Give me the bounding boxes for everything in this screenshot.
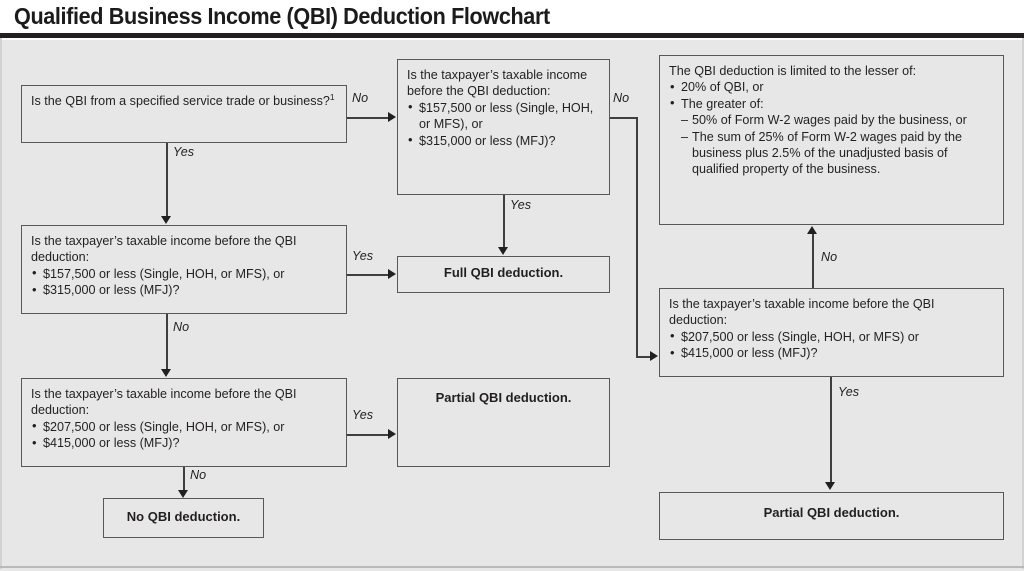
node-question-taxable-income-157500: Is the taxpayer’s taxable income before … [21,225,347,314]
node-question-specified-service-trade: Is the QBI from a specified service trad… [21,85,347,143]
connector-q3-yes-arrowhead [388,269,396,279]
node-question-taxable-income-top-bullets: $157,500 or less (Single, HOH, or MFS), … [407,99,600,149]
bullet-item: $207,500 or less (Single, HOH, or MFS), … [31,418,337,435]
node-question-taxable-income-207500-right-bullets: $207,500 or less (Single, HOH, or MFS) o… [669,328,994,362]
connector-q5-no-line [812,233,814,288]
node-question-taxable-income-157500-bullets: $157,500 or less (Single, HOH, or MFS), … [31,265,337,299]
node-result-partial-qbi-deduction-right: Partial QBI deduction. [659,492,1004,540]
node-question-taxable-income-207500-left-lead: Is the taxpayer’s taxable income before … [31,387,297,418]
node-result-no-qbi-deduction-text: No QBI deduction. [126,509,241,524]
edge-label-q3-yes: Yes [352,249,374,263]
node-question-taxable-income-157500-lead: Is the taxpayer’s taxable income before … [31,234,297,265]
connector-q1-yes-line [166,143,168,217]
bullet-item: $207,500 or less (Single, HOH, or MFS) o… [669,328,994,345]
title-divider [0,33,1024,38]
edge-label-q5-no: No [821,250,838,264]
connector-q1-no-arrowhead [388,112,396,122]
connector-q3-yes-line [347,274,389,276]
connector-q3-no-line [166,314,168,370]
connector-q2-yes-line [503,195,505,248]
frame-bottom-edge [0,566,1024,568]
edge-label-q4-no: No [190,468,207,482]
bullet-item: The greater of: [669,95,994,112]
bullet-item: $157,500 or less (Single, HOH, or MFS), … [407,99,600,133]
page-title: Qualified Business Income (QBI) Deductio… [14,3,550,29]
node-question-taxable-income-top-lead: Is the taxpayer’s taxable income before … [407,68,588,99]
connector-q1-no-line [347,117,389,119]
node-result-partial-qbi-deduction-middle-text: Partial QBI deduction. [435,390,572,405]
edge-label-q5-yes: Yes [838,385,860,399]
node-qbi-limitation: The QBI deduction is limited to the less… [659,55,1004,225]
connector-q2-no-line-v [636,117,638,357]
node-result-partial-qbi-deduction-middle: Partial QBI deduction. [397,378,610,467]
node-qbi-limitation-lead: The QBI deduction is limited to the less… [669,64,917,78]
bullet-item: $315,000 or less (MFJ)? [31,282,337,299]
node-question-taxable-income-207500-right-lead: Is the taxpayer’s taxable income before … [669,297,935,328]
bullet-item: 20% of QBI, or [669,79,994,96]
dash-item: The sum of 25% of Form W-2 wages paid by… [681,129,994,178]
node-question-taxable-income-207500-left: Is the taxpayer’s taxable income before … [21,378,347,467]
node-result-no-qbi-deduction: No QBI deduction. [103,498,264,538]
dash-item: 50% of Form W-2 wages paid by the busine… [681,112,994,129]
edge-label-q1-no: No [352,91,369,105]
edge-label-q4-yes: Yes [352,408,374,422]
connector-q2-no-arrowhead [650,351,658,361]
node-qbi-limitation-subbullets: 50% of Form W-2 wages paid by the busine… [669,112,994,178]
connector-q2-yes-arrowhead [498,247,508,255]
footnote-marker: 1 [329,91,335,102]
bullet-item: $157,500 or less (Single, HOH, or MFS), … [31,265,337,282]
edge-label-q3-no: No [173,320,190,334]
connector-q4-no-line [183,467,185,491]
node-qbi-limitation-bullets: 20% of QBI, or The greater of: [669,79,994,112]
title-bar: Qualified Business Income (QBI) Deductio… [0,0,1024,40]
edge-label-q2-no: No [613,91,630,105]
edge-label-q1-yes: Yes [173,145,195,159]
node-result-full-qbi-deduction-text: Full QBI deduction. [443,265,564,280]
connector-q4-yes-line [347,434,389,436]
connector-q3-no-arrowhead [161,369,171,377]
connector-q2-no-line-h1 [610,117,638,119]
connector-q1-yes-arrowhead [161,216,171,224]
node-question-taxable-income-207500-right: Is the taxpayer’s taxable income before … [659,288,1004,377]
connector-q4-no-arrowhead [178,490,188,498]
connector-q5-yes-line [830,377,832,483]
edge-label-q2-yes: Yes [510,198,532,212]
connector-q5-no-arrowhead [807,226,817,234]
bullet-item: $415,000 or less (MFJ)? [669,345,994,362]
frame-right-edge [1022,38,1024,569]
node-question-taxable-income-top: Is the taxpayer’s taxable income before … [397,59,610,195]
bullet-item: $315,000 or less (MFJ)? [407,132,600,149]
connector-q2-no-line-h2 [636,356,652,358]
node-result-full-qbi-deduction: Full QBI deduction. [397,256,610,293]
frame-left-edge [0,38,2,569]
node-question-specified-service-trade-text: Is the QBI from a specified service trad… [31,91,335,108]
connector-q4-yes-arrowhead [388,429,396,439]
node-question-taxable-income-207500-left-bullets: $207,500 or less (Single, HOH, or MFS), … [31,418,337,452]
bullet-item: $415,000 or less (MFJ)? [31,435,337,452]
node-result-partial-qbi-deduction-right-text: Partial QBI deduction. [763,505,900,520]
connector-q5-yes-arrowhead [825,482,835,490]
